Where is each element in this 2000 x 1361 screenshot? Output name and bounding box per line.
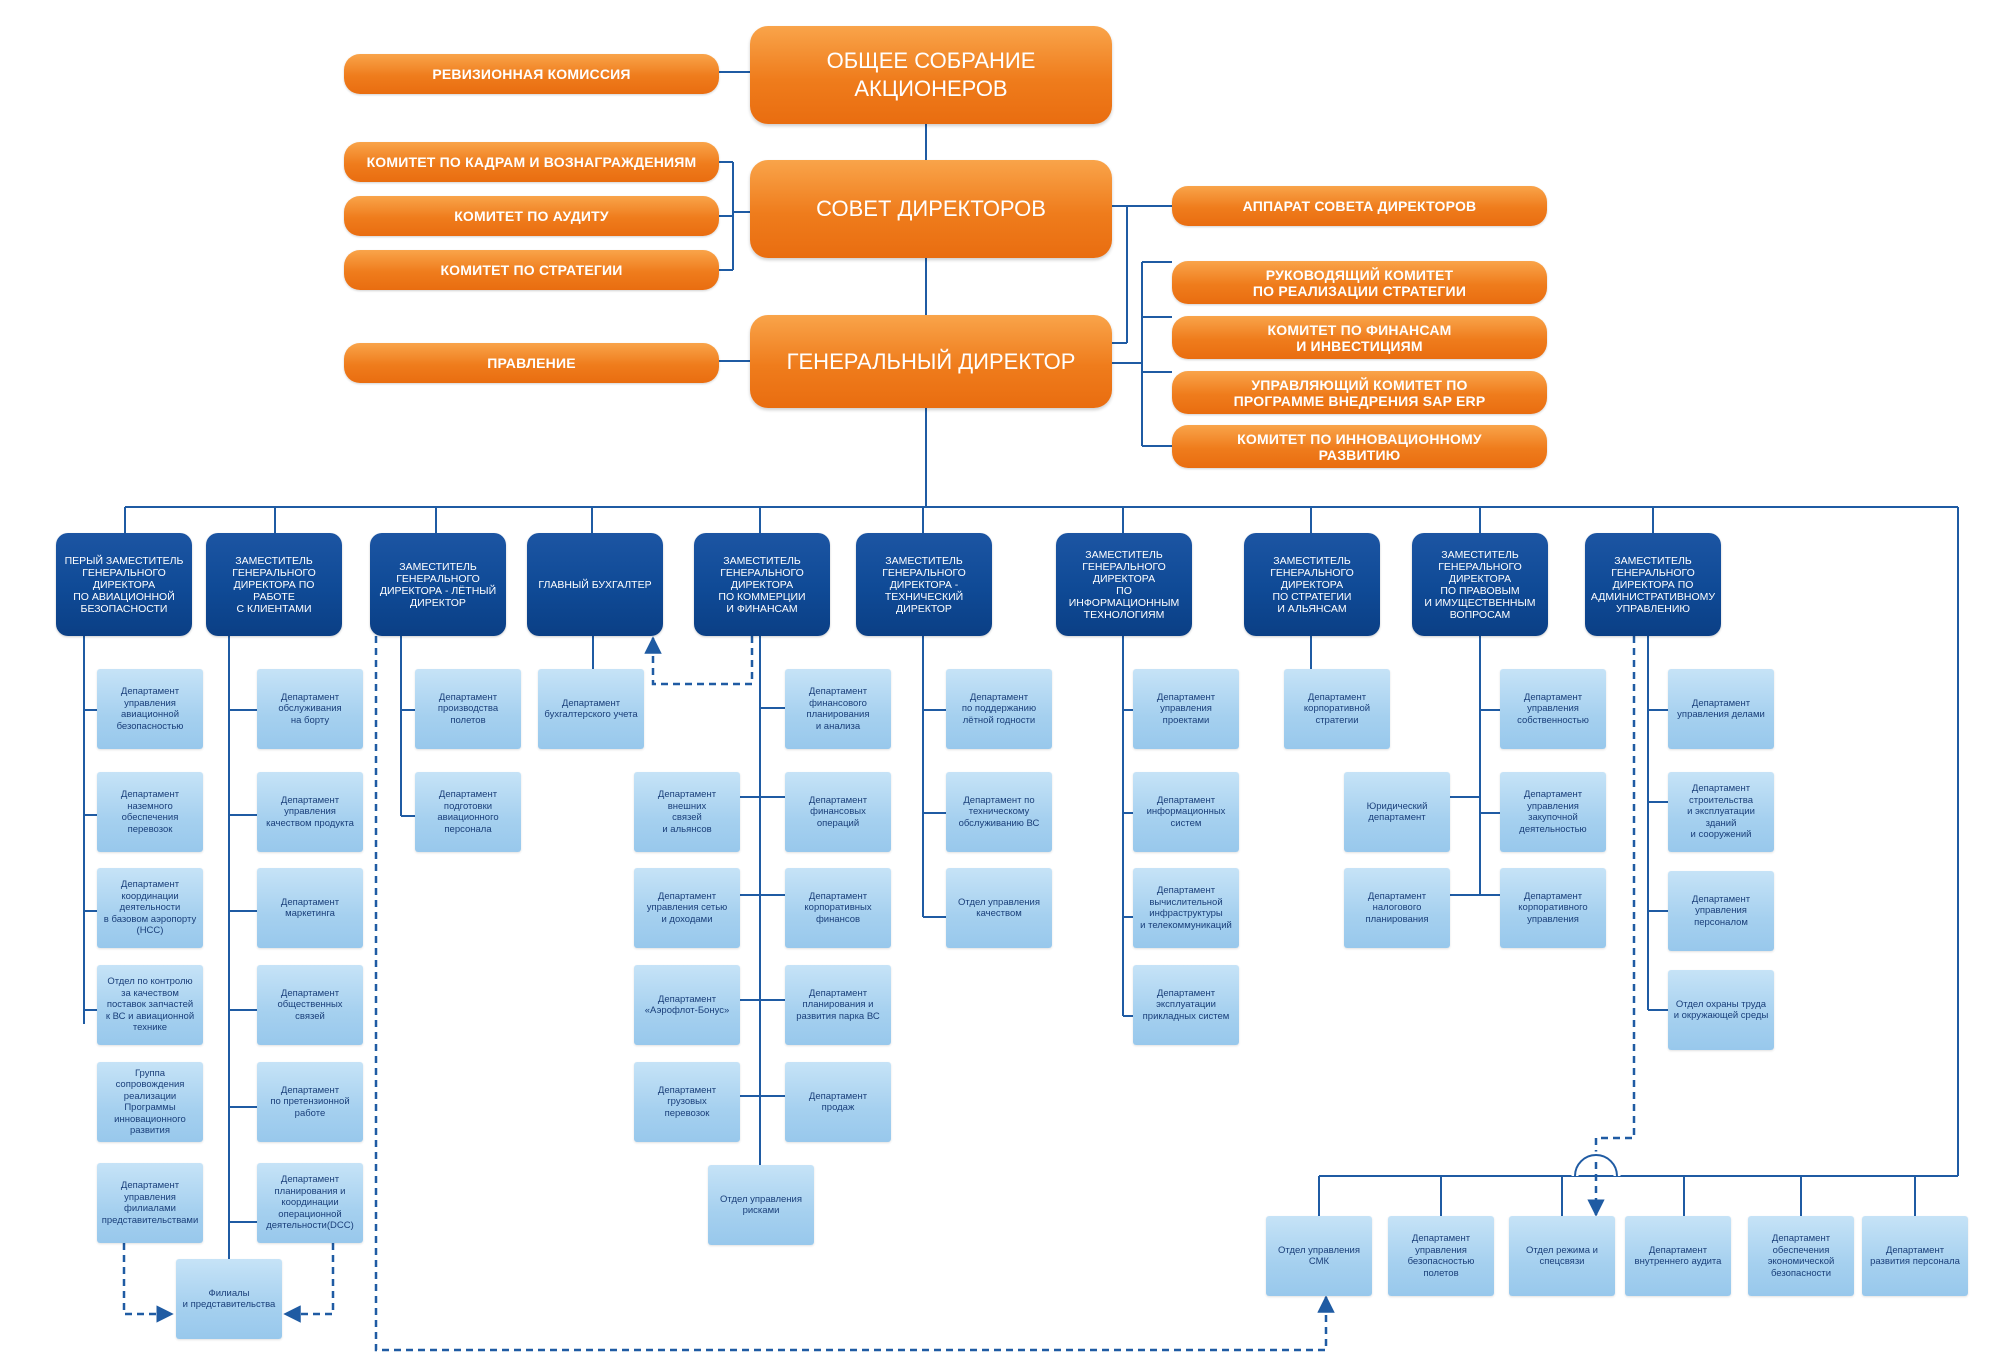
qms-box: Отдел управления СМК [1266,1216,1372,1296]
ceo-box: ГЕНЕРАЛЬНЫЙ ДИРЕКТОР [750,315,1112,408]
personnel-management-dept-box: Департамент управления персоналом [1668,871,1774,951]
cargo-dept-box: Департамент грузовых перевозок [634,1062,740,1142]
security-regime-box: Отдел режима и спецсвязи [1509,1216,1615,1296]
deputy-admin-box: ЗАМЕСТИТЕЛЬ ГЕНЕРАЛЬНОГО ДИРЕКТОРА ПО АД… [1585,533,1721,636]
board-of-directors-box: СОВЕТ ДИРЕКТОРОВ [750,160,1112,258]
aviation-safety-dept-box: Департамент управления авиационной безоп… [97,669,203,749]
corporate-governance-dept-box: Департамент корпоративного управления [1500,868,1606,948]
corporate-finance-dept-box: Департамент корпоративных финансов [785,868,891,948]
aviation-training-dept-box: Департамент подготовки авиационного перс… [415,772,521,852]
accounting-dept-box: Департамент бухгалтерского учета [538,669,644,749]
deputy-legal-box: ЗАМЕСТИТЕЛЬ ГЕНЕРАЛЬНОГО ДИРЕКТОРА ПО ПР… [1412,533,1548,636]
economic-security-dept-box: Департамент обеспечения экономической бе… [1748,1216,1854,1296]
marketing-dept-box: Департамент маркетинга [257,868,363,948]
labor-safety-box: Отдел охраны труда и окружающей среды [1668,970,1774,1050]
deputy-it-box: ЗАМЕСТИТЕЛЬ ГЕНЕРАЛЬНОГО ДИРЕКТОРА ПО ИН… [1056,533,1192,636]
internal-audit-dept-box: Департамент внутреннего аудита [1625,1216,1731,1296]
risk-management-box: Отдел управления рисками [708,1165,814,1245]
onboard-service-dept-box: Департамент обслуживания на борту [257,669,363,749]
audit-commission-box: РЕВИЗИОННАЯ КОМИССИЯ [344,54,719,94]
finance-planning-dept-box: Департамент финансового планирования и а… [785,669,891,749]
claims-dept-box: Департамент по претензионной работе [257,1062,363,1142]
ops-planning-dept-box: Департамент планирования и координации о… [257,1163,363,1243]
product-quality-dept-box: Департамент управления качеством продукт… [257,772,363,852]
branches-dept-box: Департамент управления филиалами предста… [97,1163,203,1243]
sales-dept-box: Департамент продаж [785,1062,891,1142]
property-management-dept-box: Департамент управления собственностью [1500,669,1606,749]
construction-dept-box: Департамент строительства и эксплуатации… [1668,772,1774,852]
innovation-group-box: Группа сопровождения реализации Программ… [97,1062,203,1142]
legal-dept-box: Юридический департамент [1344,772,1450,852]
innovation-committee-box: КОМИТЕТ ПО ИННОВАЦИОННОМУ РАЗВИТИЮ [1172,425,1547,468]
corporate-strategy-dept-box: Департамент корпоративной стратегии [1284,669,1390,749]
app-systems-dept-box: Департамент эксплуатации прикладных сист… [1133,965,1239,1045]
general-meeting-box: ОБЩЕЕ СОБРАНИЕ АКЦИОНЕРОВ [750,26,1112,124]
flight-production-dept-box: Департамент производства полетов [415,669,521,749]
deputy-flight-box: ЗАМЕСТИТЕЛЬ ГЕНЕРАЛЬНОГО ДИРЕКТОРА - ЛЁТ… [370,533,506,636]
finance-operations-dept-box: Департамент финансовых операций [785,772,891,852]
hub-coordination-dept-box: Департамент координации деятельности в б… [97,868,203,948]
external-relations-dept-box: Департамент внешних связей и альянсов [634,772,740,852]
aeroflot-bonus-dept-box: Департамент «Аэрофлот-Бонус» [634,965,740,1045]
branches-box: Филиалы и представительства [176,1259,282,1339]
management-board-box: ПРАВЛЕНИЕ [344,343,719,383]
personnel-development-dept-box: Департамент развития персонала [1862,1216,1968,1296]
hr-committee-box: КОМИТЕТ ПО КАДРАМ И ВОЗНАГРАЖДЕНИЯМ [344,142,719,182]
audit-committee-box: КОМИТЕТ ПО АУДИТУ [344,196,719,236]
project-management-dept-box: Департамент управления проектами [1133,669,1239,749]
strategy-committee-box: КОМИТЕТ ПО СТРАТЕГИИ [344,250,719,290]
tax-planning-dept-box: Департамент налогового планирования [1344,868,1450,948]
it-infrastructure-dept-box: Департамент вычислительной инфраструктур… [1133,868,1239,948]
sap-committee-box: УПРАВЛЯЮЩИЙ КОМИТЕТ ПО ПРОГРАММЕ ВНЕДРЕН… [1172,371,1547,414]
fleet-planning-dept-box: Департамент планирования и развития парк… [785,965,891,1045]
network-revenue-dept-box: Департамент управления сетью и доходами [634,868,740,948]
first-deputy-safety-box: ПЕРЫЙ ЗАМЕСТИТЕЛЬ ГЕНЕРАЛЬНОГО ДИРЕКТОРА… [56,533,192,636]
chief-accountant-box: ГЛАВНЫЙ БУХГАЛТЕР [527,533,663,636]
office-management-dept-box: Департамент управления делами [1668,669,1774,749]
quality-management-box: Отдел управления качеством [946,868,1052,948]
deputy-commerce-box: ЗАМЕСТИТЕЛЬ ГЕНЕРАЛЬНОГО ДИРЕКТОРА ПО КО… [694,533,830,636]
flight-safety-management-dept-box: Департамент управления безопасностью пол… [1388,1216,1494,1296]
strategy-steering-committee-box: РУКОВОДЯЩИЙ КОМИТЕТ ПО РЕАЛИЗАЦИИ СТРАТЕ… [1172,261,1547,304]
parts-quality-dept-box: Отдел по контролю за качеством поставок … [97,965,203,1045]
board-office-box: АППАРАТ СОВЕТА ДИРЕКТОРОВ [1172,186,1547,226]
deputy-clients-box: ЗАМЕСТИТЕЛЬ ГЕНЕРАЛЬНОГО ДИРЕКТОРА ПО РА… [206,533,342,636]
finance-committee-box: КОМИТЕТ ПО ФИНАНСАМ И ИНВЕСТИЦИЯМ [1172,316,1547,359]
airworthiness-dept-box: Департамент по поддержанию лётной годнос… [946,669,1052,749]
ground-support-dept-box: Департамент наземного обеспечения перево… [97,772,203,852]
procurement-dept-box: Департамент управления закупочной деятел… [1500,772,1606,852]
deputy-strategy-box: ЗАМЕСТИТЕЛЬ ГЕНЕРАЛЬНОГО ДИРЕКТОРА ПО СТ… [1244,533,1380,636]
public-relations-dept-box: Департамент общественных связей [257,965,363,1045]
maintenance-dept-box: Департамент по техническому обслуживанию… [946,772,1052,852]
info-systems-dept-box: Департамент информационных систем [1133,772,1239,852]
deputy-technical-box: ЗАМЕСТИТЕЛЬ ГЕНЕРАЛЬНОГО ДИРЕКТОРА - ТЕХ… [856,533,992,636]
